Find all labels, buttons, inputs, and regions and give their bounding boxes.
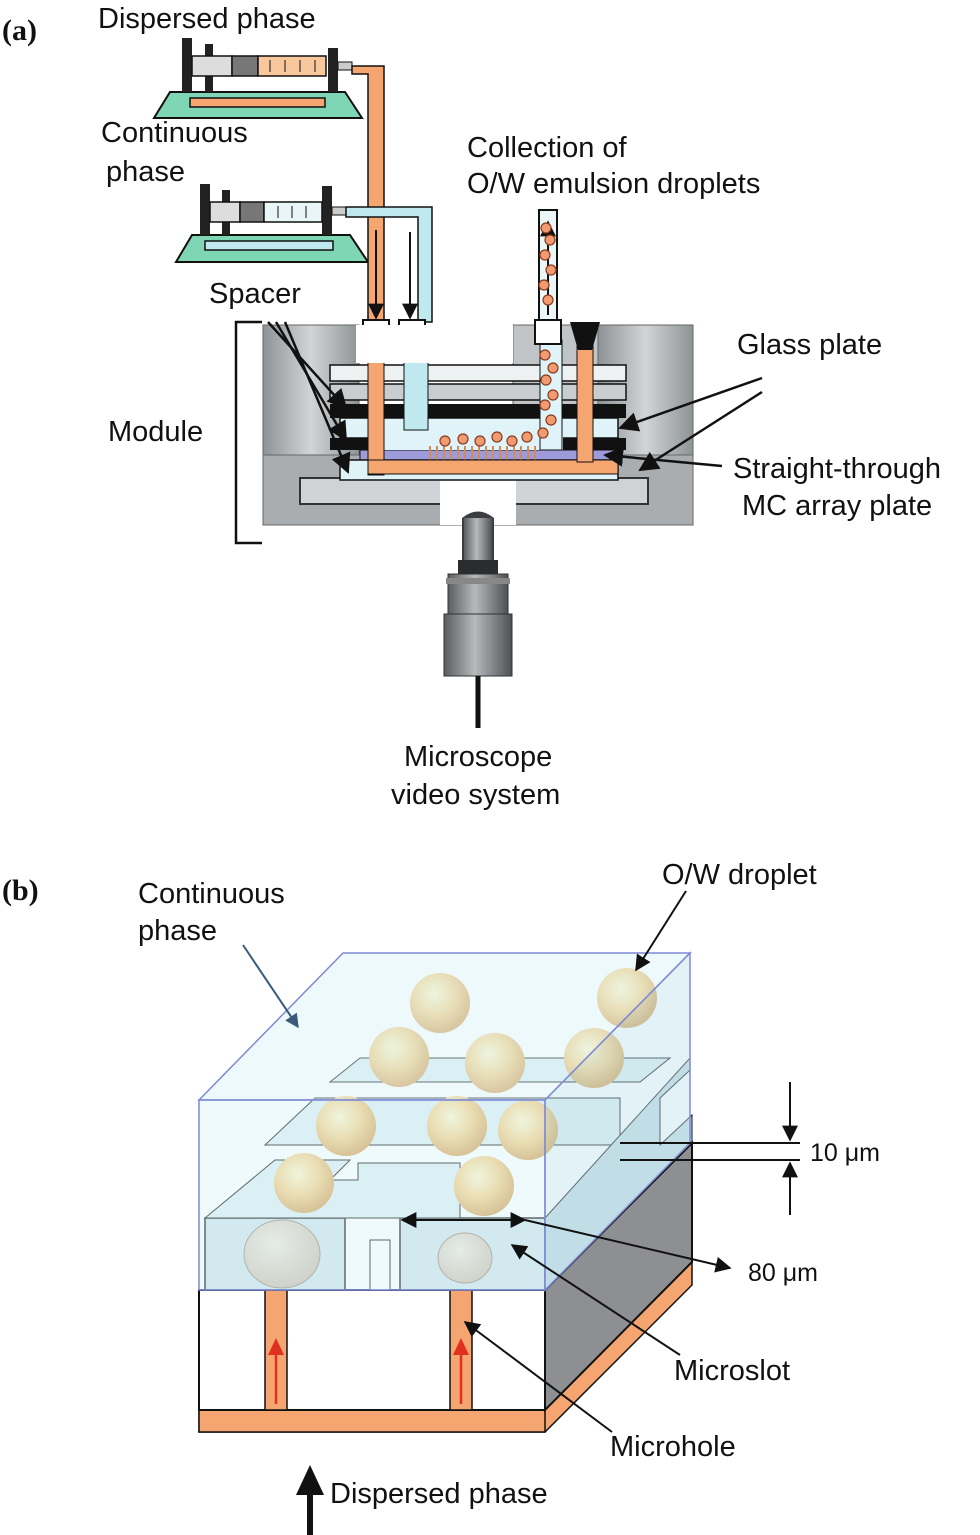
panel-b-tag: (b) xyxy=(2,874,39,907)
label-microscope-1: Microscope xyxy=(404,741,552,773)
continuous-tube xyxy=(345,206,433,323)
panel-a-tag: (a) xyxy=(2,14,37,47)
microslot-pointer xyxy=(510,1244,681,1356)
label-spacer: Spacer xyxy=(209,278,301,310)
label-b-continuous-2: phase xyxy=(138,915,217,947)
microhole-2 xyxy=(449,1289,473,1411)
microhole-pointer xyxy=(463,1321,613,1433)
width-dimension xyxy=(400,1212,732,1273)
label-mc-plate-2: MC array plate xyxy=(742,490,932,522)
bulging-droplet-2 xyxy=(437,1232,493,1284)
ow-droplets xyxy=(274,968,657,1216)
continuous-phase-box xyxy=(197,951,692,1292)
microscope xyxy=(443,511,513,728)
label-b-dispersed-phase: Dispersed phase xyxy=(330,1478,548,1510)
depth-dimension xyxy=(620,1082,800,1215)
label-depth-value: 10 μm xyxy=(810,1139,880,1167)
module-bracket xyxy=(234,320,262,545)
glass-plate-pointer-2 xyxy=(638,390,763,472)
syringe-pump-dispersed xyxy=(152,38,364,119)
glass-plate-pointer-1 xyxy=(618,376,763,432)
label-ow-droplet: O/W droplet xyxy=(662,859,817,891)
syringe-pump-continuous xyxy=(174,184,370,263)
dispersed-tube xyxy=(351,65,385,323)
bulging-droplet-1 xyxy=(243,1219,321,1289)
label-microhole: Microhole xyxy=(610,1431,736,1463)
label-mc-plate-1: Straight-through xyxy=(733,453,941,485)
label-collection-1: Collection of xyxy=(467,132,628,164)
mc-plate-block xyxy=(198,1140,693,1413)
label-continuous-phase-1: Continuous xyxy=(101,117,248,149)
dispersed-inflow-arrow xyxy=(296,1465,324,1535)
ow-droplet-pointer xyxy=(635,890,687,972)
label-collection-2: O/W emulsion droplets xyxy=(467,168,760,200)
label-microslot: Microslot xyxy=(674,1355,790,1387)
label-dispersed-phase: Dispersed phase xyxy=(98,3,316,35)
microhole-1 xyxy=(264,1289,288,1411)
label-width-value: 80 μm xyxy=(748,1259,818,1287)
label-continuous-phase-2: phase xyxy=(106,156,185,188)
emulsion-droplets xyxy=(439,222,559,447)
continuous-phase-pointer xyxy=(242,944,299,1029)
panel-b: (b) xyxy=(2,859,880,1535)
spacer-pointers xyxy=(267,321,351,474)
label-b-continuous-1: Continuous xyxy=(138,878,285,910)
panel-a: (a) xyxy=(2,3,941,811)
label-module: Module xyxy=(108,416,203,448)
label-microscope-2: video system xyxy=(391,779,560,811)
mc-plate-pointer xyxy=(603,446,723,468)
label-glass-plate: Glass plate xyxy=(737,329,882,361)
